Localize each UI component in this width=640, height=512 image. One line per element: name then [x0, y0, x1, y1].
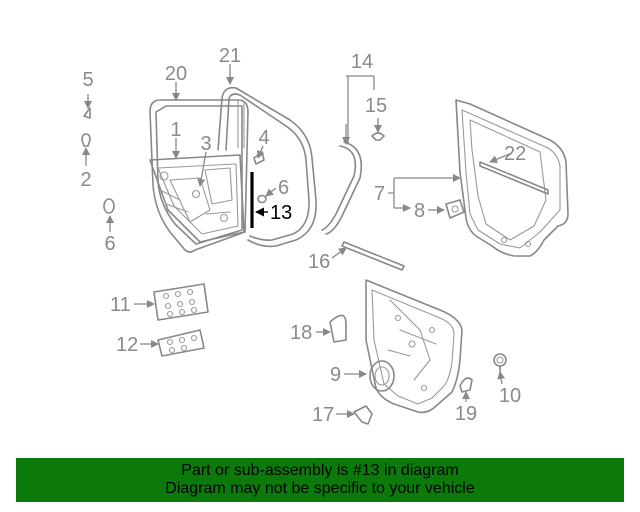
callout-13: 13	[270, 202, 292, 224]
leader-lines	[82, 64, 513, 418]
part-19-grommet	[459, 377, 473, 393]
exploded-parts-diagram: 5 2 1 3 4 6 13 6 20 21 14 15 22 7 8 16 1…	[80, 45, 569, 426]
part-1-door-glass-regulator	[149, 154, 245, 243]
callout-11: 11	[110, 294, 131, 316]
callout-14: 14	[351, 51, 373, 73]
callout-22: 22	[504, 143, 526, 165]
callout-3: 3	[200, 133, 211, 155]
part-14-hose	[321, 141, 363, 235]
callout-19: 19	[455, 403, 477, 425]
part-12-pad	[157, 329, 205, 357]
part-5-clip	[83, 107, 91, 119]
callout-15: 15	[365, 95, 387, 117]
callout-5: 5	[82, 69, 93, 91]
part-17-bracket	[353, 405, 373, 425]
callout-2: 2	[80, 169, 91, 191]
part-7-door-shell	[455, 99, 569, 257]
callout-21: 21	[219, 45, 241, 67]
banner-line-highlight: Part or sub-assembly is #13 in diagram	[181, 462, 459, 479]
banner-line-disclaimer: Diagram may not be specific to your vehi…	[165, 480, 475, 497]
part-16-strip	[341, 241, 405, 271]
callout-17: 17	[312, 404, 334, 426]
part-11-pad	[153, 283, 209, 321]
callout-12: 12	[116, 334, 138, 356]
part-6a-grommet	[103, 198, 115, 214]
callout-1: 1	[170, 119, 181, 141]
callout-6-right: 6	[278, 177, 289, 199]
callout-20: 20	[165, 63, 187, 85]
part-20-door-weatherstrip	[149, 99, 249, 253]
part-10-bolt	[493, 353, 507, 373]
part-18-bracket	[329, 314, 347, 343]
callout-8: 8	[414, 200, 425, 222]
callout-16: 16	[308, 251, 330, 273]
part-21-opening-weatherstrip	[217, 86, 317, 248]
callout-9: 9	[330, 364, 341, 386]
part-4-clip	[253, 151, 265, 165]
callout-10: 10	[499, 385, 521, 407]
callout-18: 18	[290, 322, 312, 344]
callout-7: 7	[374, 183, 385, 205]
part-2-clip	[81, 133, 91, 147]
part-9-inner-door-panel	[365, 279, 463, 414]
part-6b-grommet	[257, 194, 267, 204]
callout-6-left: 6	[104, 233, 115, 255]
part-8-bracket	[445, 199, 465, 219]
callout-4: 4	[258, 127, 269, 149]
info-banner: Part or sub-assembly is #13 in diagram D…	[16, 458, 624, 502]
callout-labels: 5 2 1 3 4 6 13 6 20 21 14 15 22 7 8 16 1…	[80, 45, 526, 426]
part-15-clip	[371, 132, 385, 141]
